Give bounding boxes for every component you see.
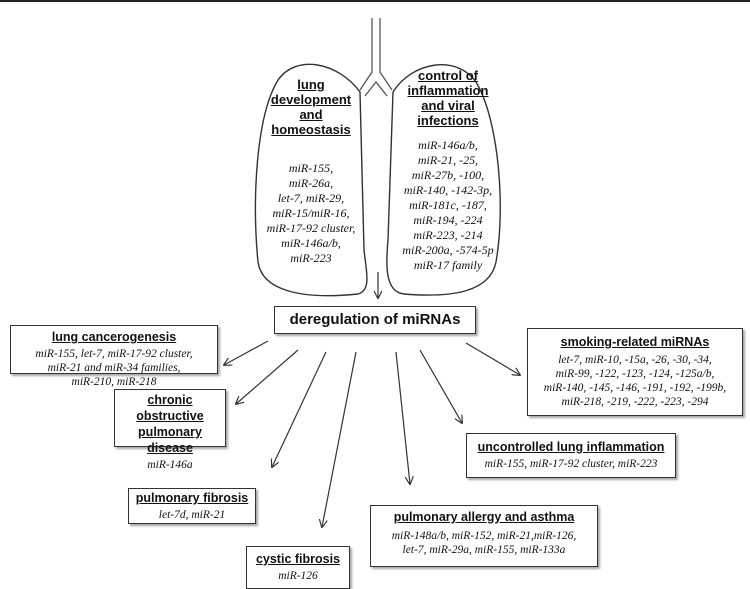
right-lung-mirna-list: miR-146a/b, miR-21, -25, miR-27b, -100, …: [396, 138, 500, 273]
left-lung-outline: [254, 63, 368, 297]
copd-title-line: pulmonary disease: [138, 425, 202, 455]
mirna-line: miR-148a/b, miR-152, miR-21,miR-126,: [391, 530, 577, 542]
allergy-asthma-title: pulmonary allergy and asthma: [393, 510, 575, 524]
arrow-to-lung-cancerogenesis: [224, 340, 269, 365]
mirna-line: miR-17-92 cluster,: [266, 221, 356, 235]
mirna-line: miR-146a/b,: [418, 138, 478, 152]
mirna-line: miR-17 family: [413, 258, 483, 272]
arrow-to-pulmonary-fibrosis: [272, 351, 327, 467]
left-lung-mirna-list: miR-155, miR-26a, let-7, miR-29, miR-15/…: [262, 161, 360, 266]
mirna-line: miR-15/miR-16,: [272, 206, 350, 220]
arrow-to-allergy-asthma: [395, 351, 410, 484]
mirna-line: miR-27b, -100,: [411, 168, 485, 182]
mirna-line: miR-155, miR-17-92 cluster, miR-223: [484, 458, 658, 470]
allergy-asthma-mirnas: miR-148a/b, miR-152, miR-21,miR-126, let…: [371, 529, 597, 557]
smoking-related-box: smoking-related miRNAs let-7, miR-10, -1…: [527, 328, 743, 416]
mirna-line: let-7, miR-10, -15a, -26, -30, -34,: [558, 354, 712, 366]
lung-cancerogenesis-box: lung cancerogenesis miR-155, let-7, miR-…: [10, 325, 218, 388]
mirna-line: miR-146a: [147, 459, 193, 471]
mirna-line: miR-26a,: [288, 176, 334, 190]
cystic-fibrosis-mirnas: miR-126: [247, 569, 349, 583]
mirna-line: miR-181c, -187,: [409, 198, 487, 212]
copd-title: chronic obstructive pulmonary disease: [115, 392, 225, 456]
uncontrolled-inflammation-title: uncontrolled lung inflammation: [477, 440, 665, 454]
mirna-line: miR-155, let-7, miR-17-92 cluster,: [35, 348, 193, 360]
mirna-line: miR-140, -145, -146, -191, -192, -199b,: [543, 382, 727, 394]
mirna-line: miR-194, -224: [413, 213, 483, 227]
smoking-related-title: smoking-related miRNAs: [560, 335, 710, 349]
mirna-line: miR-218, -219, -222, -223, -294: [561, 396, 709, 408]
mirna-line: miR-140, -142-3p,: [403, 183, 493, 197]
mirna-line: let-7d, miR-21: [158, 509, 226, 521]
mirna-line: miR-223: [290, 251, 332, 265]
mirna-line: let-7, miR-29a, miR-155, miR-133a: [402, 544, 566, 556]
mirna-line: miR-21 and miR-34 families,: [47, 362, 181, 374]
mirna-line: let-7, miR-29,: [277, 191, 345, 205]
mirna-line: miR-99, -122, -123, -124, -125a/b,: [555, 368, 715, 380]
mirna-line: miR-155,: [288, 161, 334, 175]
left-lung-title: lung development and homeostasis: [270, 77, 352, 137]
pulmonary-fibrosis-mirnas: let-7d, miR-21: [129, 508, 255, 522]
pulmonary-fibrosis-box: pulmonary fibrosis let-7d, miR-21: [128, 488, 256, 524]
allergy-asthma-box: pulmonary allergy and asthma miR-148a/b,…: [370, 505, 598, 567]
pulmonary-fibrosis-title: pulmonary fibrosis: [135, 491, 249, 505]
mirna-line: miR-223, -214: [413, 228, 483, 242]
copd-title-line: chronic obstructive: [136, 393, 204, 423]
copd-mirnas: miR-146a: [115, 458, 225, 472]
trachea-icon: [359, 18, 393, 97]
top-border-line: [0, 0, 750, 2]
right-lung-text: control of inflammation and viral infect…: [396, 68, 500, 273]
deregulation-node: deregulation of miRNAs: [274, 306, 476, 334]
cystic-fibrosis-title: cystic fibrosis: [255, 552, 341, 566]
arrow-to-uncontrolled-inflammation: [419, 349, 462, 423]
cystic-fibrosis-box: cystic fibrosis miR-126: [246, 546, 350, 589]
copd-box: chronic obstructive pulmonary disease mi…: [114, 389, 226, 471]
smoking-related-mirnas: let-7, miR-10, -15a, -26, -30, -34, miR-…: [528, 353, 742, 409]
uncontrolled-inflammation-mirnas: miR-155, miR-17-92 cluster, miR-223: [467, 457, 675, 471]
left-lung-text: lung development and homeostasis miR-155…: [262, 77, 360, 266]
right-lung-title: control of inflammation and viral infect…: [407, 68, 489, 128]
arrow-to-copd: [236, 349, 299, 404]
right-lung-outline: [386, 64, 501, 296]
uncontrolled-inflammation-box: uncontrolled lung inflammation miR-155, …: [466, 433, 676, 478]
lung-cancerogenesis-mirnas: miR-155, let-7, miR-17-92 cluster, miR-2…: [11, 347, 217, 389]
arrow-to-smoking-related: [465, 342, 520, 375]
lung-cancerogenesis-title: lung cancerogenesis: [51, 330, 177, 344]
mirna-line: miR-126: [278, 570, 318, 582]
arrow-to-cystic-fibrosis: [322, 351, 357, 527]
mirna-line: miR-210, miR-218: [71, 376, 157, 388]
mirna-line: miR-21, -25,: [417, 153, 479, 167]
mirna-line: miR-200a, -574-5p: [402, 243, 494, 257]
mirna-line: miR-146a/b,: [281, 236, 341, 250]
